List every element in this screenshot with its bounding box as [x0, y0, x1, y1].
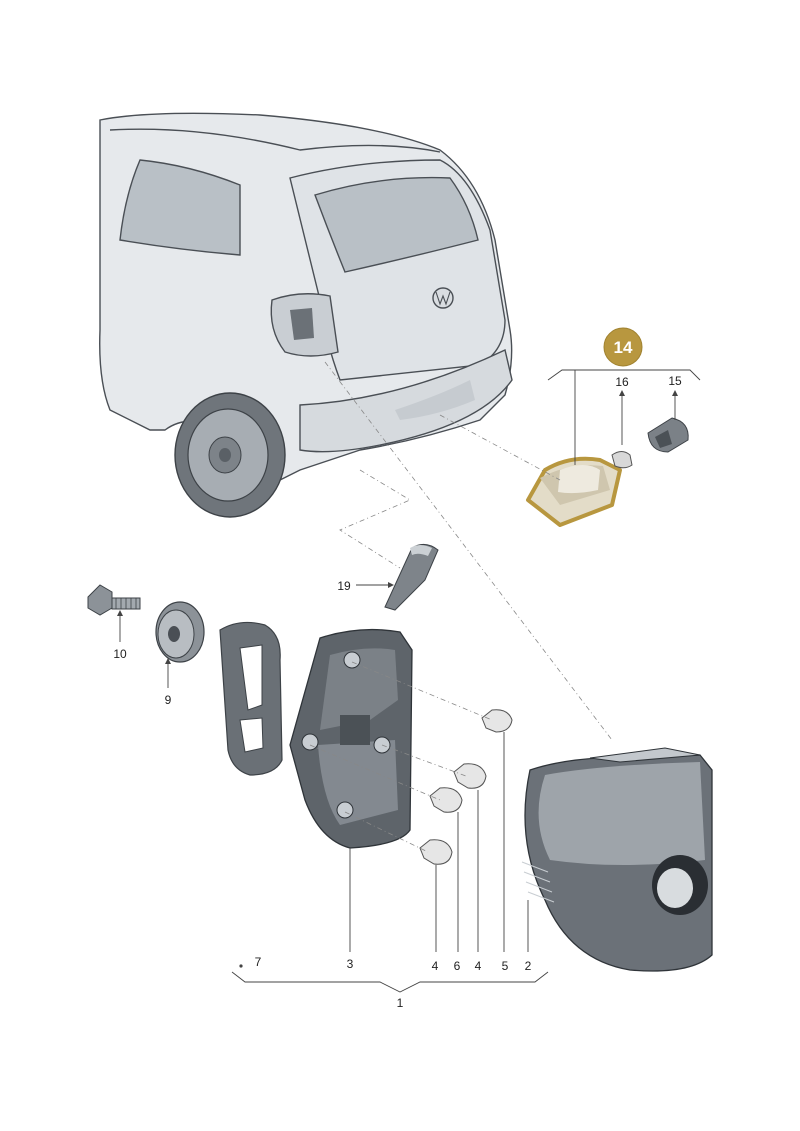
guide-lines — [309, 361, 613, 853]
callout-labels: 16 15 19 10 9 7 3 4 6 4 5 2 1 — [113, 374, 682, 1010]
bulb-carrier-3 — [289, 628, 413, 849]
bulb-socket-15 — [647, 417, 689, 453]
nut-9 — [155, 601, 205, 663]
gasket — [219, 621, 283, 776]
label-15: 15 — [668, 374, 682, 388]
part-14-badge: 14 — [603, 327, 643, 367]
label-5: 5 — [502, 959, 509, 973]
label-19: 19 — [337, 579, 351, 593]
cover-19 — [384, 544, 439, 611]
label-10: 10 — [113, 647, 127, 661]
label-14: 14 — [614, 338, 633, 357]
bulbs — [419, 709, 513, 865]
bulb-16 — [611, 451, 633, 469]
label-7: 7 — [255, 955, 262, 969]
label-9: 9 — [165, 693, 172, 707]
screw-10 — [87, 584, 141, 616]
label-3: 3 — [347, 957, 354, 971]
label-16: 16 — [615, 375, 629, 389]
label-6: 6 — [454, 959, 461, 973]
license-plate-light — [526, 456, 622, 527]
tail-light-2 — [521, 747, 713, 972]
leader-lines — [117, 369, 701, 993]
label-2: 2 — [525, 959, 532, 973]
label-4b: 4 — [475, 959, 482, 973]
label-4a: 4 — [432, 959, 439, 973]
label-1: 1 — [397, 996, 404, 1010]
car-illustration — [99, 112, 513, 518]
